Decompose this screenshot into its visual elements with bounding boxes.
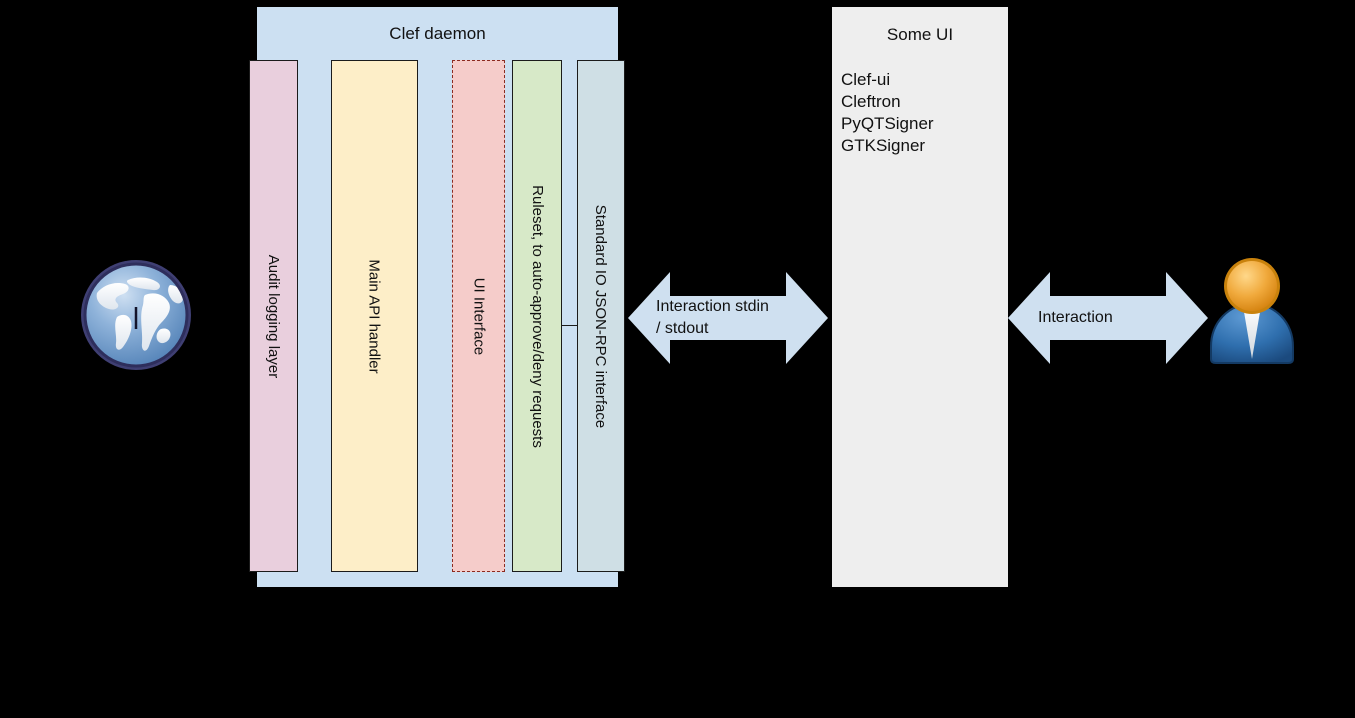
connector-line-1 — [554, 325, 588, 326]
layer-ruleset[interactable]: Ruleset, to auto-approve/deny requests — [512, 60, 562, 572]
stdio-arrow-icon — [628, 268, 828, 368]
layer-main-api-handler[interactable]: Main API handler — [331, 60, 418, 572]
globe-icon — [73, 255, 199, 381]
list-item: PyQTSigner — [841, 114, 934, 133]
user-icon — [1203, 255, 1301, 365]
list-item: Cleftron — [841, 92, 901, 111]
layer-ui-interface[interactable]: UI Interface — [452, 60, 505, 572]
clef-daemon-title: Clef daemon — [389, 24, 486, 43]
stdio-arrow-label: Interaction stdin / stdout — [656, 298, 769, 337]
layer-stdio-jsonrpc-label: Standard IO JSON-RPC interface — [592, 204, 610, 428]
layer-main-api-handler-label: Main API handler — [366, 258, 383, 374]
layer-audit-logging[interactable]: Audit logging layer — [249, 60, 298, 572]
some-ui-panel: Some UI Clef-ui Cleftron PyQTSigner GTKS… — [832, 7, 1008, 587]
user-arrow-icon — [1008, 268, 1208, 368]
some-ui-title: Some UI — [886, 25, 954, 44]
list-item: GTKSigner — [841, 136, 926, 155]
clef-daemon-panel: Clef daemon — [257, 7, 710, 587]
list-item: Clef-ui — [841, 70, 891, 89]
some-ui-list: Clef-ui Cleftron PyQTSigner GTKSigner — [841, 69, 934, 157]
user-arrow-label: Interaction — [1038, 309, 1113, 326]
layer-ruleset-label: Ruleset, to auto-approve/deny requests — [528, 184, 546, 448]
layer-audit-logging-label: Audit logging layer — [265, 254, 283, 378]
layer-ui-interface-label: UI Interface — [470, 277, 488, 355]
layer-stdio-jsonrpc[interactable]: Standard IO JSON-RPC interface — [577, 60, 625, 572]
